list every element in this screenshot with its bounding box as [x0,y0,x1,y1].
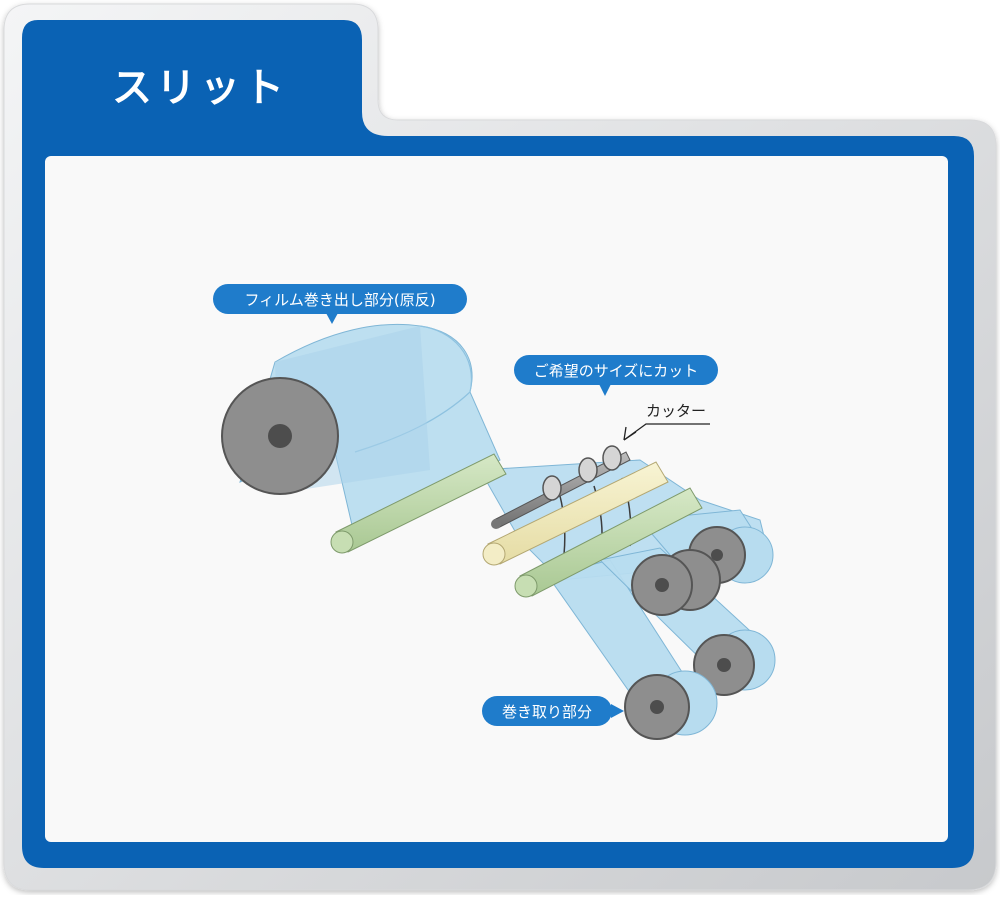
rewind-callout: 巻き取り部分 [482,696,624,726]
cutter-label: カッター [646,402,706,420]
rewind-roll-upper [631,549,721,616]
rewind-roll-middle [693,629,776,696]
cutter-assembly [491,445,631,529]
unwind-callout: フィルム巻き出し部分(原反) [213,284,467,324]
cut-label: ご希望のサイズにカット [534,362,699,380]
guide-roller-2 [514,487,703,598]
cut-callout: ご希望のサイズにカット [514,355,718,396]
panel-title: スリット [112,65,288,111]
guide-roller-1 [330,453,507,554]
cream-roller [482,461,669,566]
rewind-label: 巻き取り部分 [502,703,592,721]
cutter-callout: カッター [623,402,710,441]
rewind-roll-bottom [624,670,718,740]
unwind-roll [221,326,430,495]
unwind-label: フィルム巻き出し部分(原反) [244,291,435,309]
